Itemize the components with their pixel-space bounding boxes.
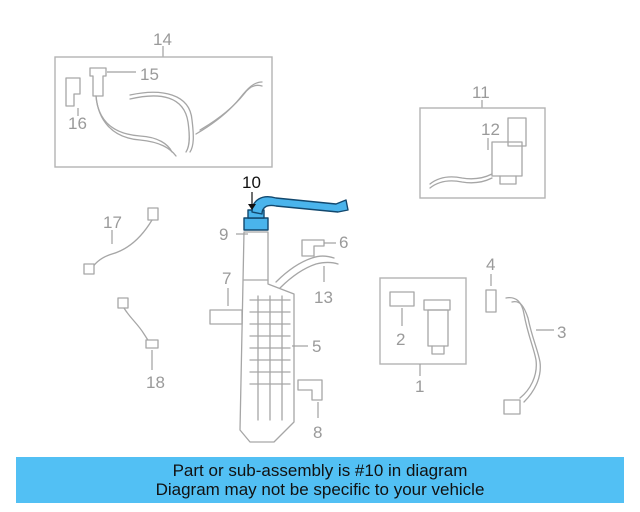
callout-10: 10 (242, 173, 261, 192)
callout-3: 3 (557, 323, 566, 342)
info-banner: Part or sub-assembly is #10 in diagram D… (16, 457, 624, 503)
callout-8: 8 (313, 423, 322, 442)
part-group-11 (419, 100, 546, 199)
part-18 (117, 297, 159, 370)
part-1-inset-box (379, 277, 467, 365)
part-10-highlighted-hose (243, 192, 349, 231)
callout-14: 14 (153, 30, 172, 49)
callout-16: 16 (68, 114, 87, 133)
callout-18: 18 (146, 373, 165, 392)
banner-line-2: Diagram may not be specific to your vehi… (155, 480, 485, 499)
part-group-3 (485, 274, 554, 415)
callout-15: 15 (140, 65, 159, 84)
callout-13: 13 (314, 288, 333, 307)
part-14-inset-box (54, 56, 273, 168)
callout-11: 11 (472, 83, 490, 102)
part-17 (83, 207, 159, 275)
callout-7: 7 (222, 269, 231, 288)
callout-2: 2 (396, 330, 405, 349)
callout-12: 12 (481, 120, 500, 139)
callout-5: 5 (312, 337, 321, 356)
part-group-1 (379, 277, 467, 376)
parts-diagram: 14 15 16 11 12 17 18 (54, 30, 566, 443)
callout-1: 1 (415, 377, 424, 396)
callout-6: 6 (339, 233, 348, 252)
callout-9: 9 (219, 225, 228, 244)
part-canister (209, 231, 339, 443)
banner-line-1: Part or sub-assembly is #10 in diagram (172, 461, 468, 480)
callout-17: 17 (103, 213, 122, 232)
callout-4: 4 (486, 255, 495, 274)
part-group-14 (54, 46, 273, 168)
